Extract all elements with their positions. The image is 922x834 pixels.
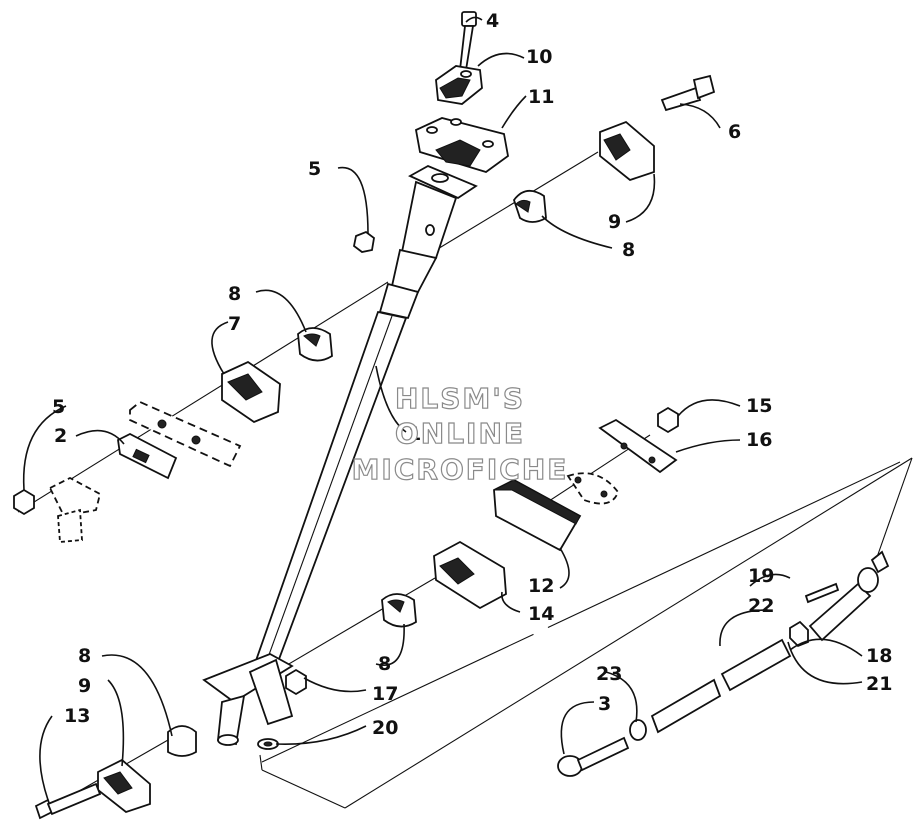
bushing-8-top xyxy=(512,190,547,223)
plate-16 xyxy=(598,418,678,474)
watermark-line-2: ONLINE xyxy=(395,417,525,450)
nut-17 xyxy=(285,668,307,696)
washer-20 xyxy=(257,738,279,750)
nut-15 xyxy=(657,406,679,434)
steering-post xyxy=(202,165,478,746)
callout-8-top: 8 xyxy=(622,239,635,261)
callout-3: 3 xyxy=(598,693,611,715)
bushing-8-lower xyxy=(381,593,417,628)
callout-16: 16 xyxy=(746,429,772,451)
callout-2: 2 xyxy=(54,425,67,447)
callout-22: 22 xyxy=(748,595,774,617)
tie-rod-22 xyxy=(650,638,792,734)
callout-9-bottom: 9 xyxy=(78,675,91,697)
jam-nut-21 xyxy=(789,620,809,648)
cotter-pin-19 xyxy=(804,582,840,604)
callout-4: 4 xyxy=(486,10,499,32)
clamp-block-11 xyxy=(414,117,509,173)
tie-rod-end-3 xyxy=(557,736,630,777)
bracket-dashed xyxy=(566,472,620,505)
bushing-8-bottom xyxy=(167,725,197,757)
clamp-7 xyxy=(221,360,281,424)
bolt-6 xyxy=(660,74,716,112)
callout-labels: 4 10 11 6 5 9 8 8 7 5 2 1 15 16 12 14 19… xyxy=(52,10,892,739)
callout-12: 12 xyxy=(528,575,554,597)
callout-13: 13 xyxy=(64,705,90,727)
callout-7: 7 xyxy=(228,313,241,335)
clamp-cap-10 xyxy=(435,65,483,105)
callout-21: 21 xyxy=(866,673,892,695)
callout-1: 1 xyxy=(408,423,421,445)
callout-8-left: 8 xyxy=(228,283,241,305)
callout-8-bottom-left: 8 xyxy=(78,645,91,667)
plate-2 xyxy=(117,432,178,480)
watermark-line-3: MICROFICHE xyxy=(352,453,569,486)
callout-6: 6 xyxy=(728,121,741,143)
frame-section xyxy=(129,400,242,468)
clamp-9-top xyxy=(599,120,655,182)
callout-14: 14 xyxy=(528,603,554,625)
callout-19: 19 xyxy=(748,565,774,587)
callout-20: 20 xyxy=(372,717,398,739)
nut-5-left xyxy=(13,476,102,543)
callout-17: 17 xyxy=(372,683,398,705)
clamp-14 xyxy=(433,540,507,610)
bushing-8-left xyxy=(297,327,333,362)
callout-23: 23 xyxy=(596,663,622,685)
pad-12 xyxy=(493,478,582,552)
clamp-9-bottom xyxy=(97,758,151,814)
callout-15: 15 xyxy=(746,395,772,417)
bolt-13 xyxy=(34,782,102,820)
callout-5-left: 5 xyxy=(52,396,65,418)
callout-5-top: 5 xyxy=(308,158,321,180)
watermark-line-1: HLSM'S xyxy=(395,382,525,415)
callout-9-top: 9 xyxy=(608,211,621,233)
callout-11: 11 xyxy=(528,86,554,108)
callout-8-lower: 8 xyxy=(378,653,391,675)
watermark: HLSM'S ONLINE MICROFICHE xyxy=(351,381,569,486)
callout-18: 18 xyxy=(866,645,892,667)
leader-lines xyxy=(22,16,863,801)
callout-10: 10 xyxy=(526,46,552,68)
nut-5-top xyxy=(353,230,375,253)
tie-rod-end-18 xyxy=(808,550,890,642)
jam-nut-23 xyxy=(629,719,647,741)
